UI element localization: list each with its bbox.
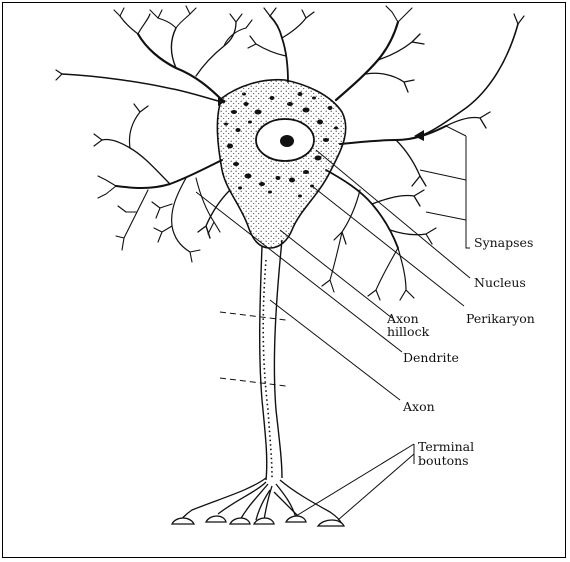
- label-dendrite: Dendrite: [403, 351, 459, 364]
- label-perikaryon: Perikaryon: [466, 312, 535, 325]
- label-terminal-boutons-line1: Terminal: [418, 440, 474, 453]
- label-terminal-boutons-line2: boutons: [418, 454, 469, 467]
- label-axon: Axon: [403, 400, 435, 413]
- label-nucleus: Nucleus: [474, 276, 526, 289]
- axon-terminals: [178, 478, 342, 524]
- axon: [260, 246, 267, 480]
- label-axon-hillock-line2: hillock: [387, 325, 429, 338]
- myelin-dots: [263, 260, 272, 478]
- terminal-boutons: [172, 516, 344, 526]
- label-synapses: Synapses: [474, 236, 533, 249]
- nucleolus: [280, 135, 294, 147]
- axon-outline: [274, 240, 282, 478]
